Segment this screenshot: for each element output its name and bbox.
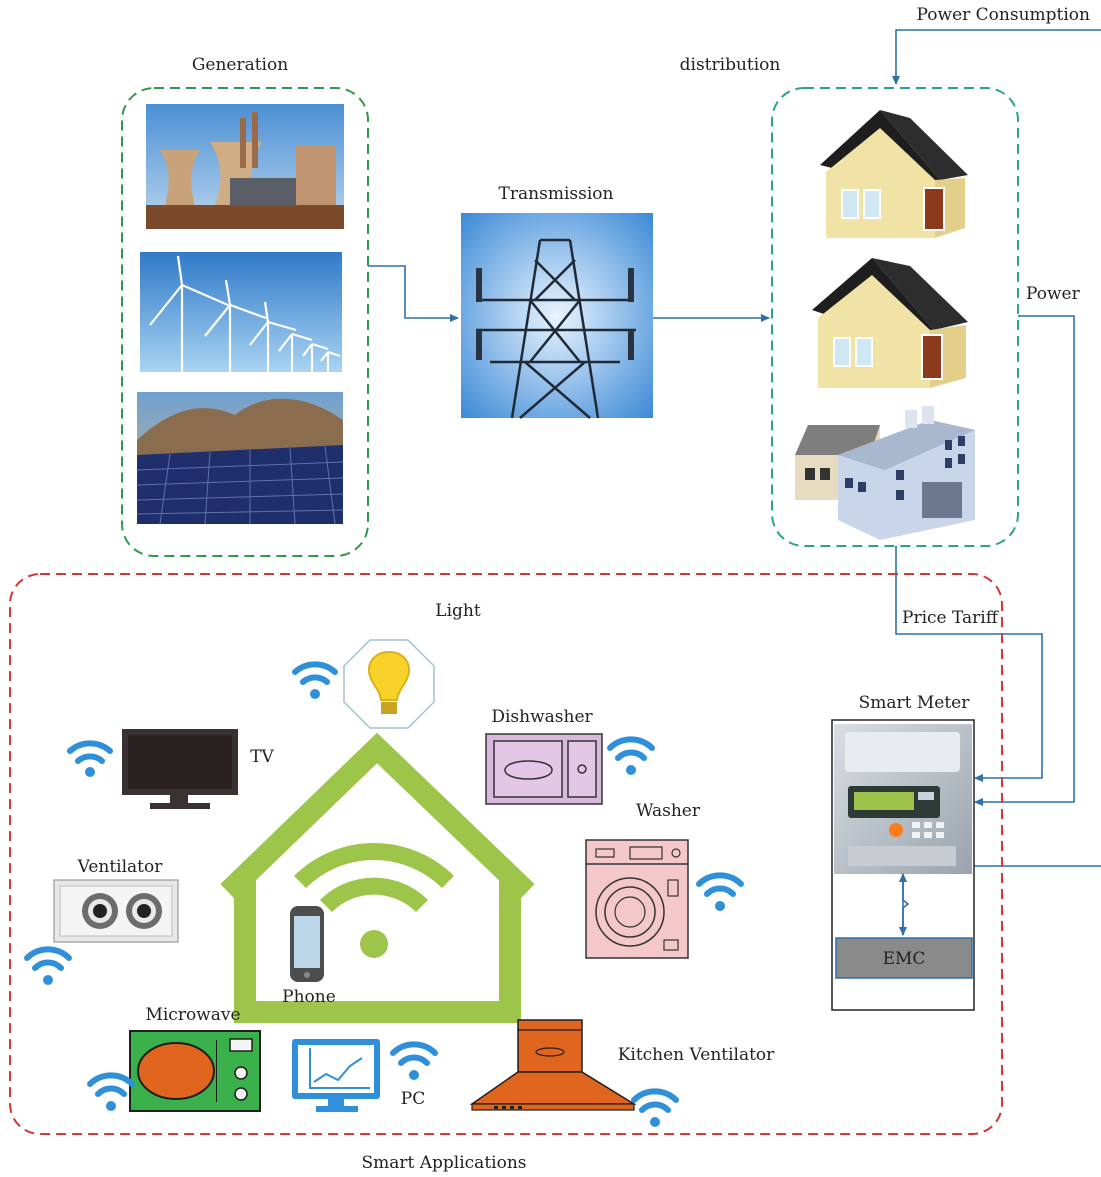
generation-dashed-border xyxy=(121,87,369,557)
ventilator-label: Ventilator xyxy=(77,857,164,877)
wind-turbines-image xyxy=(140,252,342,372)
dishwasher-wifi-dot xyxy=(626,765,636,775)
solar-panels-image xyxy=(136,392,344,525)
light-wifi-icon xyxy=(292,661,338,685)
house-image xyxy=(820,110,968,238)
power-consumption-arrow xyxy=(892,29,1101,85)
house-image xyxy=(812,258,968,388)
light-wifi-dot xyxy=(310,689,320,699)
pc-icon xyxy=(292,1039,380,1112)
distribution-label: distribution xyxy=(680,55,781,75)
phone-label: Phone xyxy=(282,987,336,1007)
microwave-wifi-dot xyxy=(106,1101,116,1111)
microwave-wifi-icon xyxy=(87,1072,135,1097)
kitchen-ventilator-wifi-icon xyxy=(631,1088,679,1113)
smart-meter-image xyxy=(834,724,972,874)
ventilator-icon xyxy=(53,879,179,943)
home-wifi-dot xyxy=(360,930,388,958)
smart-applications-dashed-border xyxy=(9,573,1003,1135)
ventilator-wifi-icon xyxy=(24,946,72,971)
emc-box xyxy=(835,937,973,979)
tv-wifi-dot xyxy=(85,767,95,777)
power-consumption-label: Power Consumption xyxy=(917,5,1090,25)
smart-applications-group: Smart Applications Phone Light xyxy=(9,573,1003,1173)
washer-label: Washer xyxy=(636,801,701,821)
smart-applications-label: Smart Applications xyxy=(361,1153,526,1173)
price-tariff-label: Price Tariff xyxy=(902,608,1000,628)
pc-label: PC xyxy=(401,1089,425,1109)
home-wifi-icon xyxy=(294,842,454,913)
transmission-tower-image xyxy=(461,213,653,419)
smart-meter-label: Smart Meter xyxy=(859,693,971,713)
dishwasher-wifi-icon xyxy=(607,736,655,761)
phone-icon xyxy=(290,906,324,982)
price-tariff-line xyxy=(895,546,1043,782)
kitchen-ventilator-wifi-dot xyxy=(650,1117,660,1127)
light-label: Light xyxy=(435,601,481,621)
light-bulb-icon xyxy=(343,639,435,729)
power-line xyxy=(974,315,1075,806)
dishwasher-icon xyxy=(485,733,603,805)
kitchen-ventilator-label: Kitchen Ventilator xyxy=(618,1045,775,1065)
distribution-dashed-border xyxy=(771,87,1019,547)
kitchen-ventilator-icon xyxy=(469,1019,637,1111)
microwave-icon xyxy=(129,1030,261,1112)
smart-meter-group: Smart Meter EMC xyxy=(831,693,975,1011)
distribution-group: distribution xyxy=(680,55,1019,547)
washer-wifi-dot xyxy=(715,901,725,911)
washer-icon xyxy=(585,839,689,959)
ventilator-wifi-dot xyxy=(43,975,53,985)
tv-icon xyxy=(122,729,238,809)
emc-label: EMC xyxy=(883,949,926,969)
factory-building-image xyxy=(795,406,975,540)
generation-to-transmission-arrow xyxy=(368,265,459,322)
washer-wifi-icon xyxy=(696,872,744,897)
flow-lines xyxy=(368,29,1101,867)
tv-label: TV xyxy=(250,747,274,767)
smart-home-house-icon xyxy=(220,732,535,1023)
pc-wifi-dot xyxy=(409,1070,419,1080)
power-label: Power xyxy=(1026,284,1081,304)
microwave-label: Microwave xyxy=(145,1005,240,1025)
generation-group: Generation xyxy=(121,55,369,557)
transmission-label: Transmission xyxy=(499,184,614,204)
generation-label: Generation xyxy=(192,55,288,75)
dishwasher-label: Dishwasher xyxy=(491,707,593,727)
pc-wifi-icon xyxy=(390,1041,438,1066)
tv-wifi-icon xyxy=(67,740,113,764)
transmission-group: Transmission xyxy=(461,184,653,419)
power-plant-image xyxy=(146,104,344,229)
